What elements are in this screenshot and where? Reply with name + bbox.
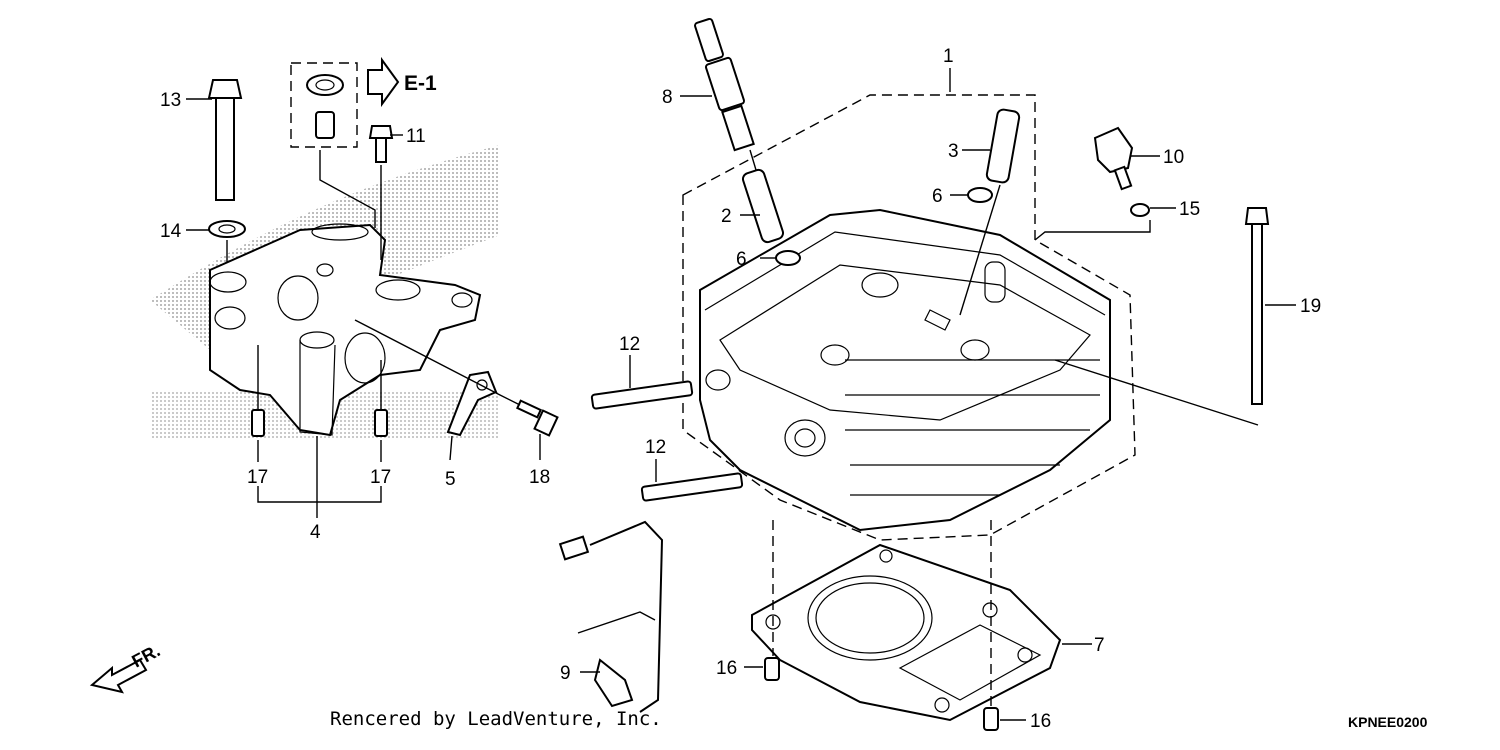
spark-plug-8[interactable] bbox=[694, 17, 755, 152]
callout-19[interactable]: 19 bbox=[1300, 296, 1321, 317]
callout-labels: 1 2 3 4 5 6 6 7 8 9 10 11 12 12 13 14 15… bbox=[160, 46, 1321, 732]
callout-8[interactable]: 8 bbox=[662, 87, 673, 108]
bolt-19[interactable] bbox=[1244, 207, 1270, 405]
callout-14[interactable]: 14 bbox=[160, 221, 182, 242]
callout-15[interactable]: 15 bbox=[1179, 199, 1200, 220]
callout-12b[interactable]: 12 bbox=[645, 437, 666, 458]
dowel-16b[interactable] bbox=[983, 707, 999, 731]
callout-18[interactable]: 18 bbox=[529, 467, 550, 488]
callout-4[interactable]: 4 bbox=[310, 522, 321, 543]
callout-10[interactable]: 10 bbox=[1163, 147, 1184, 168]
guide-5[interactable] bbox=[446, 370, 498, 437]
e1-reference-label: E-1 bbox=[404, 72, 437, 95]
callout-9[interactable]: 9 bbox=[560, 663, 571, 684]
rendered-by-credit: Rencered by LeadVenture, Inc. bbox=[330, 708, 662, 730]
e1-reference-arrow[interactable]: E-1 bbox=[367, 56, 437, 108]
dowel-pin-17b[interactable] bbox=[374, 409, 388, 437]
callout-12a[interactable]: 12 bbox=[619, 334, 640, 355]
callout-2[interactable]: 2 bbox=[721, 206, 732, 227]
bolt-11[interactable] bbox=[368, 125, 394, 163]
callout-16b[interactable]: 16 bbox=[1030, 711, 1051, 732]
callout-16a[interactable]: 16 bbox=[716, 658, 737, 679]
seal-6b[interactable] bbox=[967, 187, 993, 203]
inset-box bbox=[290, 62, 358, 148]
callout-5[interactable]: 5 bbox=[445, 469, 456, 490]
gasket-7[interactable] bbox=[751, 543, 1062, 722]
cylinder-head[interactable] bbox=[699, 208, 1111, 532]
callout-1[interactable]: 1 bbox=[943, 46, 954, 67]
valve-guide-3[interactable] bbox=[985, 108, 1021, 184]
callout-17a[interactable]: 17 bbox=[247, 467, 268, 488]
washer-14[interactable] bbox=[208, 220, 246, 238]
rocker-arm-holder[interactable] bbox=[209, 223, 482, 437]
callout-6b[interactable]: 6 bbox=[932, 186, 943, 207]
sensor-wire-9[interactable] bbox=[558, 520, 664, 713]
dowel-pin-17a[interactable] bbox=[251, 409, 265, 437]
bolt-13[interactable] bbox=[207, 79, 243, 201]
front-direction-arrow: FR. bbox=[89, 640, 163, 694]
stud-12a[interactable] bbox=[590, 380, 694, 410]
stud-12b[interactable] bbox=[640, 472, 744, 502]
callout-17b[interactable]: 17 bbox=[370, 467, 391, 488]
sensor-10[interactable] bbox=[1093, 126, 1134, 191]
dowel-16a[interactable] bbox=[764, 657, 780, 681]
washer-15[interactable] bbox=[1130, 203, 1150, 217]
callout-3[interactable]: 3 bbox=[948, 141, 959, 162]
callout-13[interactable]: 13 bbox=[160, 90, 181, 111]
diagram-code: KPNEE0200 bbox=[1348, 714, 1428, 730]
bolt-18[interactable] bbox=[516, 399, 559, 437]
valve-guide-2[interactable] bbox=[741, 168, 785, 244]
seal-6a[interactable] bbox=[775, 250, 801, 266]
callout-7[interactable]: 7 bbox=[1094, 635, 1105, 656]
leader-lines bbox=[186, 95, 1296, 721]
callout-6a[interactable]: 6 bbox=[736, 249, 747, 270]
callout-11[interactable]: 11 bbox=[406, 126, 426, 147]
